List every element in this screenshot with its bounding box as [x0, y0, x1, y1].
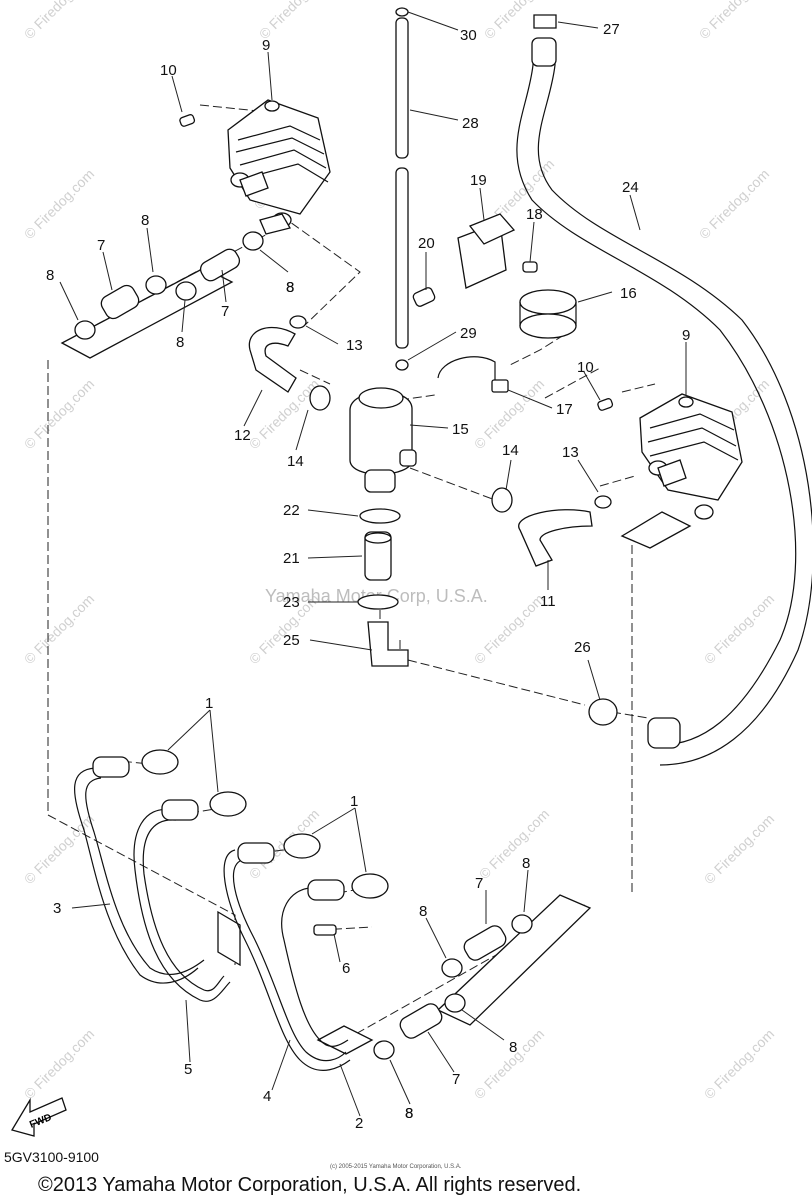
- callout-1: 1: [350, 793, 358, 810]
- watermark-text: © Firedog.com: [701, 811, 777, 887]
- callout-29: 29: [460, 325, 477, 342]
- callout-4: 4: [263, 1088, 271, 1105]
- callout-25: 25: [283, 632, 300, 649]
- watermark-text: © Firedog.com: [21, 166, 97, 242]
- callout-8: 8: [176, 334, 184, 351]
- callout-21: 21: [283, 550, 300, 567]
- callout-14: 14: [287, 453, 304, 470]
- callout-10: 10: [160, 62, 177, 79]
- fuel-pipes: [74, 756, 351, 1071]
- watermark-text: © Firedog.com: [476, 806, 552, 882]
- callout-5: 5: [184, 1061, 192, 1078]
- callout-23: 23: [283, 594, 300, 611]
- callout-26: 26: [574, 639, 591, 656]
- watermark-text: © Firedog.com: [21, 376, 97, 452]
- callout-2: 2: [355, 1115, 363, 1132]
- fwd-arrow-icon: FWD: [11, 1097, 67, 1137]
- watermark-text: © Firedog.com: [701, 591, 777, 667]
- watermark-text: © Firedog.com: [21, 591, 97, 667]
- callout-20: 20: [418, 235, 435, 252]
- lower-fittings: [357, 508, 618, 726]
- callout-8: 8: [405, 1105, 413, 1122]
- watermark-text: © Firedog.com: [21, 811, 97, 887]
- callout-9: 9: [682, 327, 690, 344]
- watermark-text: © Firedog.com: [21, 1026, 97, 1102]
- long-fuel-hose: [516, 14, 812, 766]
- callout-8: 8: [141, 212, 149, 229]
- fuel-pump-upper: [179, 99, 331, 235]
- callout-8: 8: [46, 267, 54, 284]
- callout-8: 8: [522, 855, 530, 872]
- callout-11: 11: [540, 593, 556, 610]
- callout-22: 22: [283, 502, 300, 519]
- callout-9: 9: [262, 37, 270, 54]
- bracket-and-clamp: [412, 213, 577, 339]
- short-hoses: [248, 315, 612, 567]
- callout-6: 6: [342, 960, 350, 977]
- watermark-text: © Firedog.com: [696, 166, 772, 242]
- copyright-notice: ©2013 Yamaha Motor Corporation, U.S.A. A…: [38, 1174, 581, 1196]
- lower-joint-hoses: [373, 914, 533, 1060]
- callout-8: 8: [509, 1039, 517, 1056]
- callout-30: 30: [460, 27, 477, 44]
- callout-19: 19: [470, 172, 487, 189]
- watermark-text: © Firedog.com: [701, 1026, 777, 1102]
- callout-14: 14: [502, 442, 519, 459]
- fuel-filter: [349, 356, 509, 493]
- callout-15: 15: [452, 421, 469, 438]
- watermark-text: © Firedog.com: [696, 0, 772, 42]
- vent-tube: [395, 7, 409, 371]
- callout-3: 3: [53, 900, 61, 917]
- callout-12: 12: [234, 427, 251, 444]
- callout-13: 13: [562, 444, 579, 461]
- callout-28: 28: [462, 115, 479, 132]
- callout-7: 7: [97, 237, 105, 254]
- callout-8: 8: [405, 1105, 413, 1122]
- callout-7: 7: [221, 303, 229, 320]
- callout-labels: 30 27 28 10 9 24 19 18 20 16 8 7 8 8 8 7…: [46, 21, 690, 1132]
- callout-16: 16: [620, 285, 637, 302]
- callout-24: 24: [622, 179, 639, 196]
- watermark-layer: © Firedog.com © Firedog.com © Firedog.co…: [21, 0, 777, 1102]
- diagram-code: 5GV3100-9100: [4, 1149, 99, 1165]
- callout-8: 8: [419, 903, 427, 920]
- callout-13: 13: [346, 337, 363, 354]
- watermark-text: © Firedog.com: [471, 376, 547, 452]
- callout-7: 7: [475, 875, 483, 892]
- fuel-pump-right: [597, 393, 743, 520]
- gaskets: [141, 749, 389, 936]
- callout-10: 10: [577, 359, 594, 376]
- tiny-footer: (c) 2005-2015 Yamaha Motor Corporation, …: [330, 1164, 462, 1170]
- watermark-text: © Firedog.com: [21, 0, 97, 42]
- callout-17: 17: [556, 401, 573, 418]
- watermark-text: © Firedog.com: [471, 1026, 547, 1102]
- callout-7: 7: [452, 1071, 460, 1088]
- callout-1: 1: [205, 695, 213, 712]
- upper-joint-hoses: [74, 231, 264, 340]
- watermark-text: © Firedog.com: [256, 0, 332, 42]
- callout-27: 27: [603, 21, 620, 38]
- callout-8: 8: [286, 279, 294, 296]
- leader-lines: [59, 11, 687, 1117]
- callout-18: 18: [526, 206, 543, 223]
- callout-8: 8: [286, 279, 294, 296]
